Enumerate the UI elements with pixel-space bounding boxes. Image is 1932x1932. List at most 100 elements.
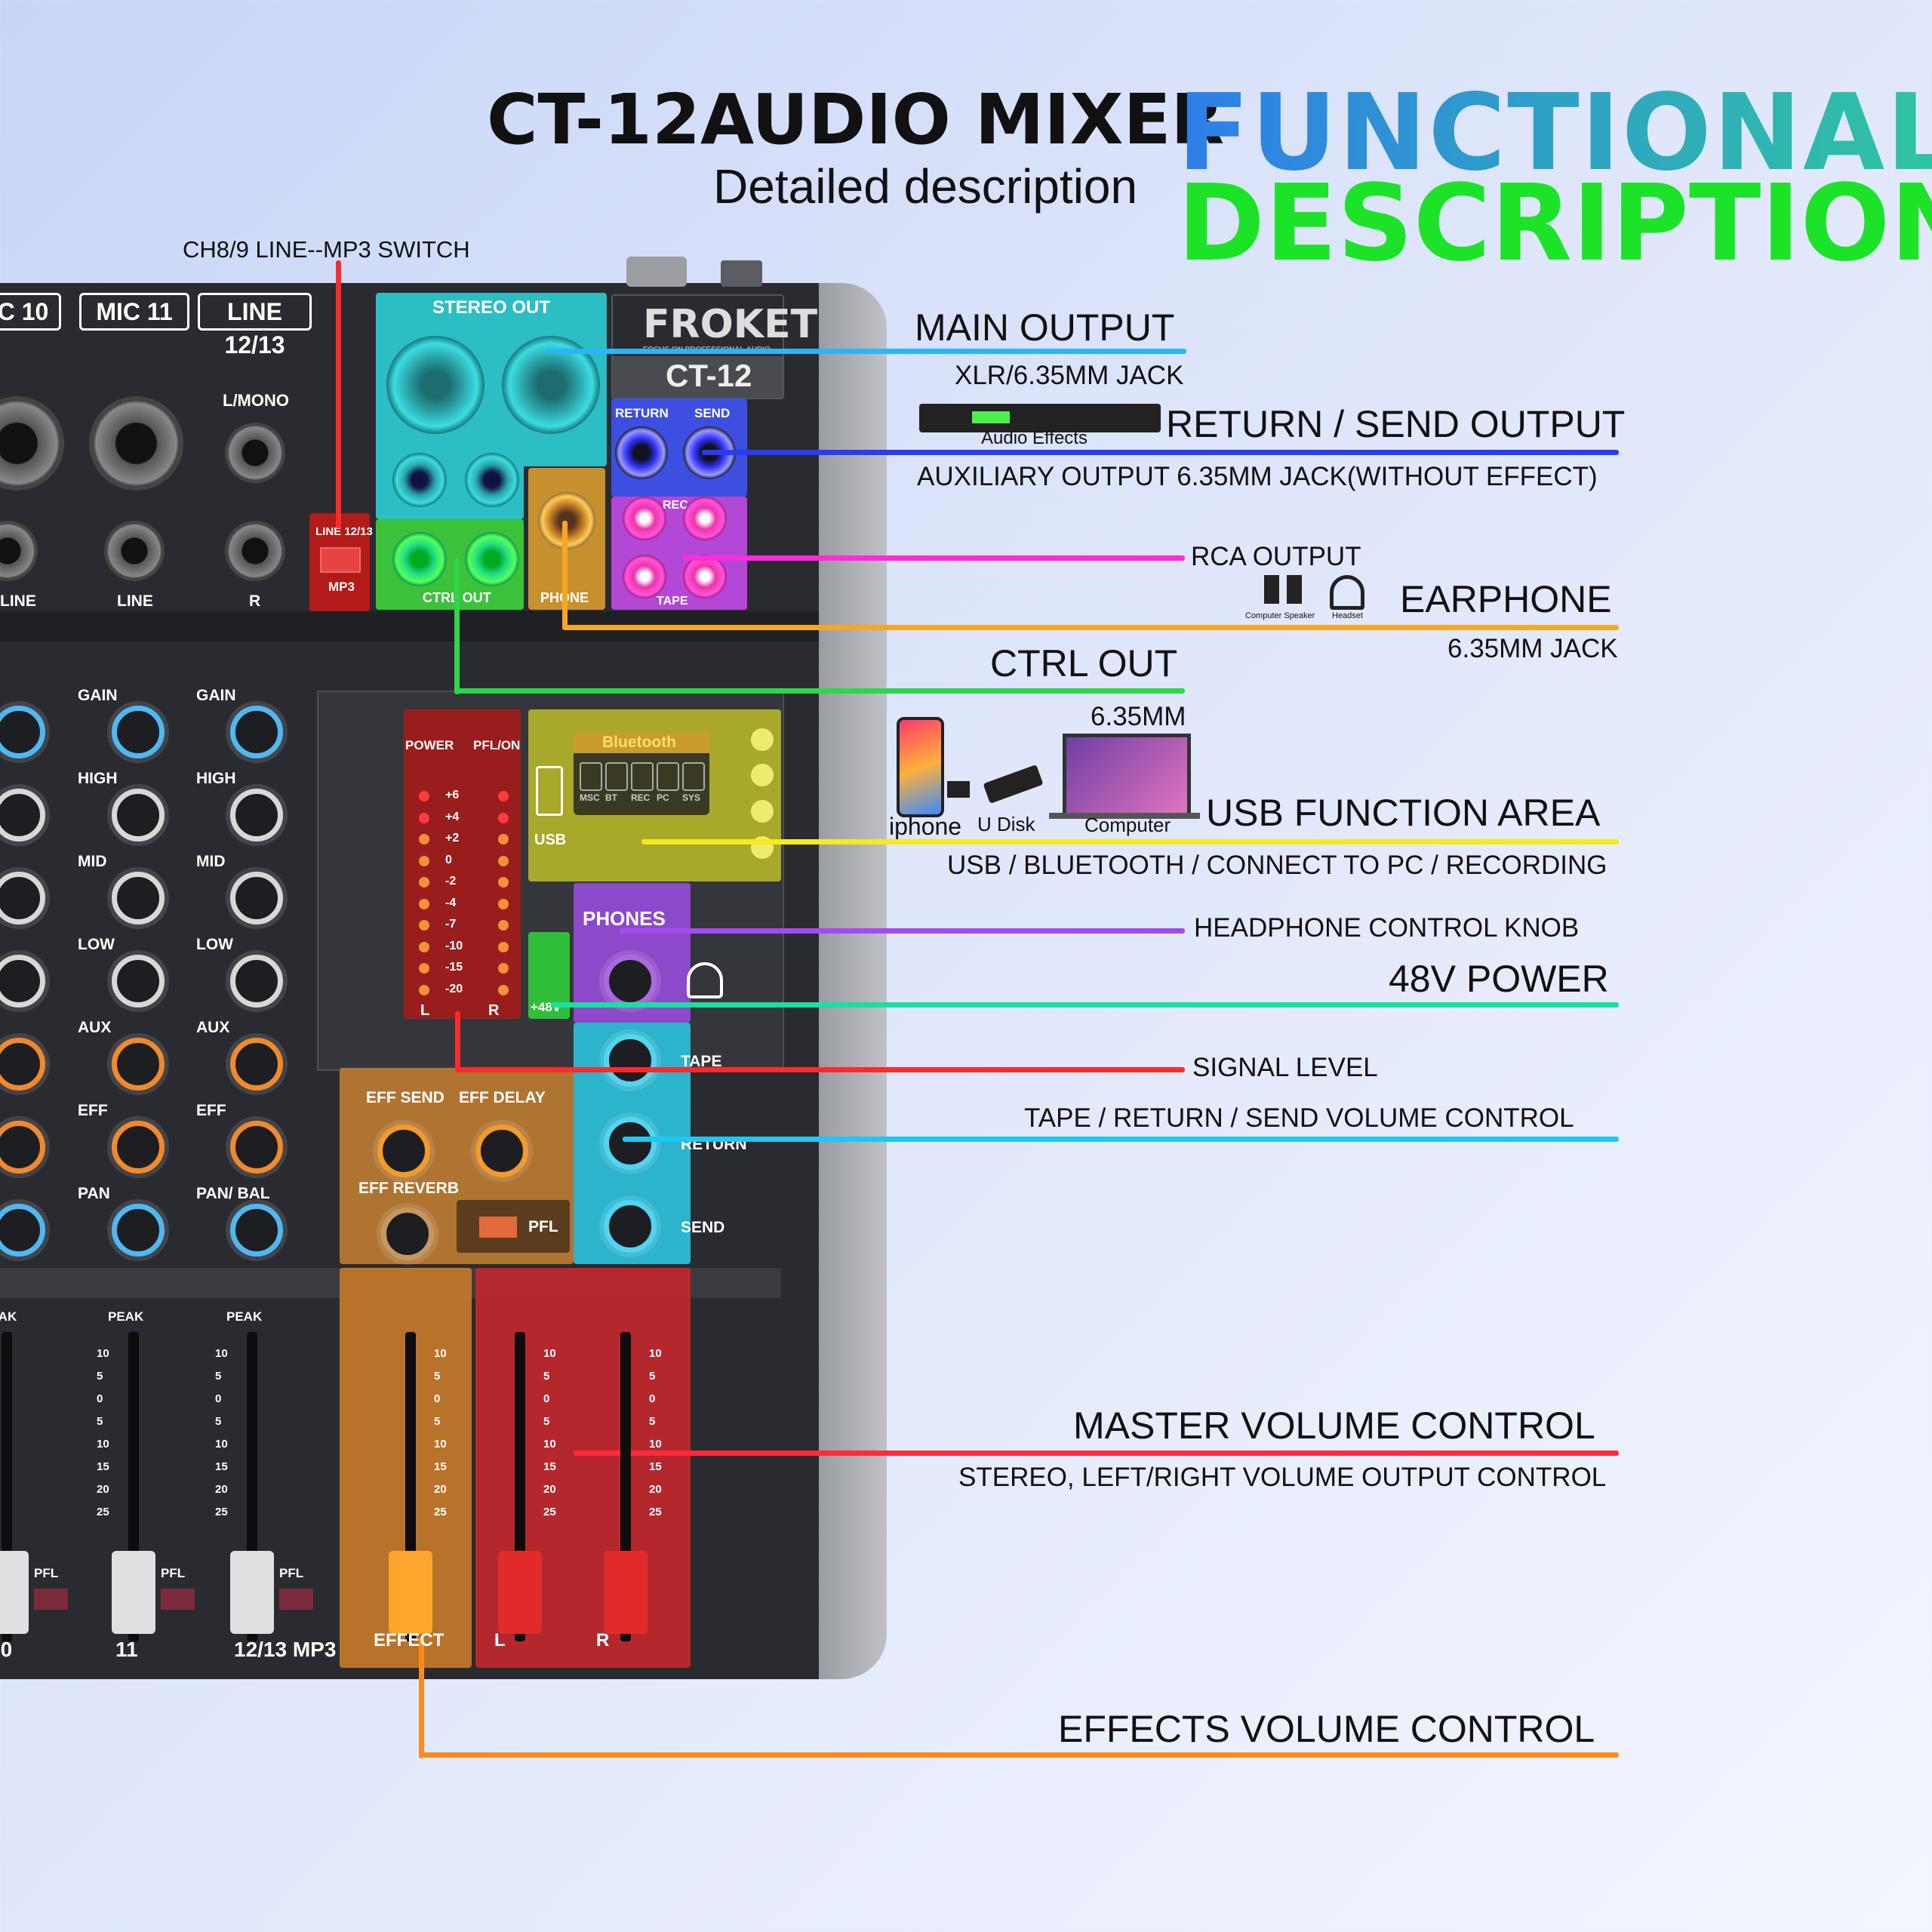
meter-led xyxy=(498,855,509,866)
pfl-button-ch12[interactable] xyxy=(279,1589,313,1610)
mid-knob-ch11[interactable] xyxy=(112,872,165,924)
signal-pointer-v xyxy=(455,1011,460,1072)
gain-label-ch12: GAIN xyxy=(196,687,236,704)
meter-tick-label: -10 xyxy=(445,939,463,952)
r-jack xyxy=(225,521,285,581)
signal-pointer xyxy=(455,1067,1185,1072)
fader-tick: 0 xyxy=(543,1392,550,1405)
mid-knob-ch10[interactable] xyxy=(0,872,45,924)
fader-cap-ch10[interactable] xyxy=(0,1551,29,1634)
bt-mode-icon xyxy=(631,762,654,791)
return-send-pointer xyxy=(702,450,1619,455)
fader-tick: 25 xyxy=(97,1506,109,1518)
fader-cap-ch12[interactable] xyxy=(230,1551,274,1634)
low-knob-ch12[interactable] xyxy=(230,955,283,1008)
meter-tick-label: -15 xyxy=(445,961,463,974)
page-title: CT-12AUDIO MIXER xyxy=(487,79,1225,160)
usb-area-label: USB FUNCTION AREA xyxy=(1206,792,1601,834)
pan-label-ch12: PAN/ BAL xyxy=(196,1185,270,1202)
fader-cap-master-l[interactable] xyxy=(498,1551,542,1634)
aux-knob-ch10[interactable] xyxy=(0,1038,45,1091)
fader-tick: 10 xyxy=(649,1438,662,1451)
ctrl-out-pointer-v xyxy=(454,558,460,694)
meter-pfl-label: PFL/ON xyxy=(473,738,521,752)
pfl-switch[interactable] xyxy=(479,1217,517,1238)
pfl-button-ch11[interactable] xyxy=(161,1589,195,1610)
headphone-pointer xyxy=(619,928,1185,934)
phones-knob[interactable] xyxy=(604,955,657,1008)
eff-send-knob[interactable] xyxy=(377,1124,430,1177)
computer-base xyxy=(1049,813,1200,819)
usb-button-1[interactable] xyxy=(751,728,774,751)
pan-knob-ch11[interactable] xyxy=(112,1204,165,1257)
usb-label: USB xyxy=(534,832,567,848)
gain-knob-ch12[interactable] xyxy=(230,706,283,758)
fader-tick: 5 xyxy=(649,1415,656,1428)
fader-tick: 10 xyxy=(97,1347,109,1360)
next-button[interactable] xyxy=(751,800,774,823)
fader-tick: 20 xyxy=(97,1483,109,1496)
fader-tick: 5 xyxy=(97,1415,103,1428)
rca-pointer xyxy=(683,555,1185,561)
usb-port[interactable] xyxy=(536,766,563,816)
high-knob-ch11[interactable] xyxy=(112,789,165,841)
ctrl-jack-l xyxy=(392,532,447,586)
tape-knob[interactable] xyxy=(604,1034,657,1087)
low-label-ch12: LOW xyxy=(196,936,233,953)
jack-out-r xyxy=(465,453,519,507)
pan-knob-ch10[interactable] xyxy=(0,1204,45,1257)
switch-slider[interactable] xyxy=(320,547,361,573)
fader-tick: 10 xyxy=(649,1347,662,1360)
eff-reverb-knob[interactable] xyxy=(381,1208,434,1260)
high-knob-ch12[interactable] xyxy=(230,789,283,841)
master-pointer xyxy=(574,1451,1619,1456)
send-knob[interactable] xyxy=(604,1200,657,1253)
tape-return-send-pointer xyxy=(623,1137,1619,1142)
eff-knob-ch10[interactable] xyxy=(0,1121,45,1174)
aux-knob-ch11[interactable] xyxy=(112,1038,165,1091)
line-mp3-switch[interactable]: LINE 12/13 MP3 xyxy=(309,513,373,611)
channel-label-10: C 10 xyxy=(0,293,61,331)
bt-mode-icon xyxy=(682,762,705,791)
low-knob-ch10[interactable] xyxy=(0,955,45,1008)
low-knob-ch11[interactable] xyxy=(112,955,165,1008)
pan-label-ch11: PAN xyxy=(78,1185,110,1202)
return-knob[interactable] xyxy=(604,1117,657,1170)
eff-knob-ch11[interactable] xyxy=(112,1121,165,1174)
fader-cap-ch11[interactable] xyxy=(112,1551,155,1634)
meter-l-label: L xyxy=(420,1002,430,1019)
48v-label-annotation: 48V POWER xyxy=(1389,958,1609,1000)
top-clip xyxy=(721,260,762,287)
pfl-switch-label: PFL xyxy=(528,1218,558,1235)
fader-tick: 0 xyxy=(649,1392,656,1405)
fader-tick: 5 xyxy=(543,1415,550,1428)
ctrl-jack-r xyxy=(465,532,519,586)
fader-tick: 5 xyxy=(543,1370,550,1383)
high-knob-ch10[interactable] xyxy=(0,789,45,841)
switch-label-line: LINE 12/13 xyxy=(315,525,373,538)
eff-knob-ch12[interactable] xyxy=(230,1121,283,1174)
prev-button[interactable] xyxy=(751,764,774,786)
fader-tick: 20 xyxy=(649,1483,662,1496)
effects-pointer xyxy=(419,1752,1619,1758)
fader-cap-master-r[interactable] xyxy=(604,1551,648,1634)
mid-knob-ch12[interactable] xyxy=(230,872,283,924)
eff-delay-knob[interactable] xyxy=(475,1124,528,1177)
aux-knob-ch12[interactable] xyxy=(230,1038,283,1091)
gain-knob-ch10[interactable] xyxy=(0,706,45,758)
channel-number-ch11: 11 xyxy=(115,1638,138,1661)
fader-cap-effect[interactable] xyxy=(389,1551,432,1634)
meter-tick-label: -4 xyxy=(445,896,457,909)
rca-tape-r xyxy=(683,555,727,598)
rca-rec-r xyxy=(683,497,727,540)
switch-pointer-v xyxy=(336,260,341,528)
tape-return-send-label: TAPE / RETURN / SEND VOLUME CONTROL xyxy=(1024,1103,1574,1133)
pan-knob-ch12[interactable] xyxy=(230,1204,283,1257)
bt-mode-icon xyxy=(657,762,679,791)
meter-power-label: POWER xyxy=(405,738,454,752)
headset-label: Headset xyxy=(1332,611,1363,620)
meter-led xyxy=(419,941,429,952)
iphone-label: iphone xyxy=(889,813,962,840)
gain-knob-ch11[interactable] xyxy=(112,706,165,758)
pfl-button-ch10[interactable] xyxy=(34,1589,68,1610)
